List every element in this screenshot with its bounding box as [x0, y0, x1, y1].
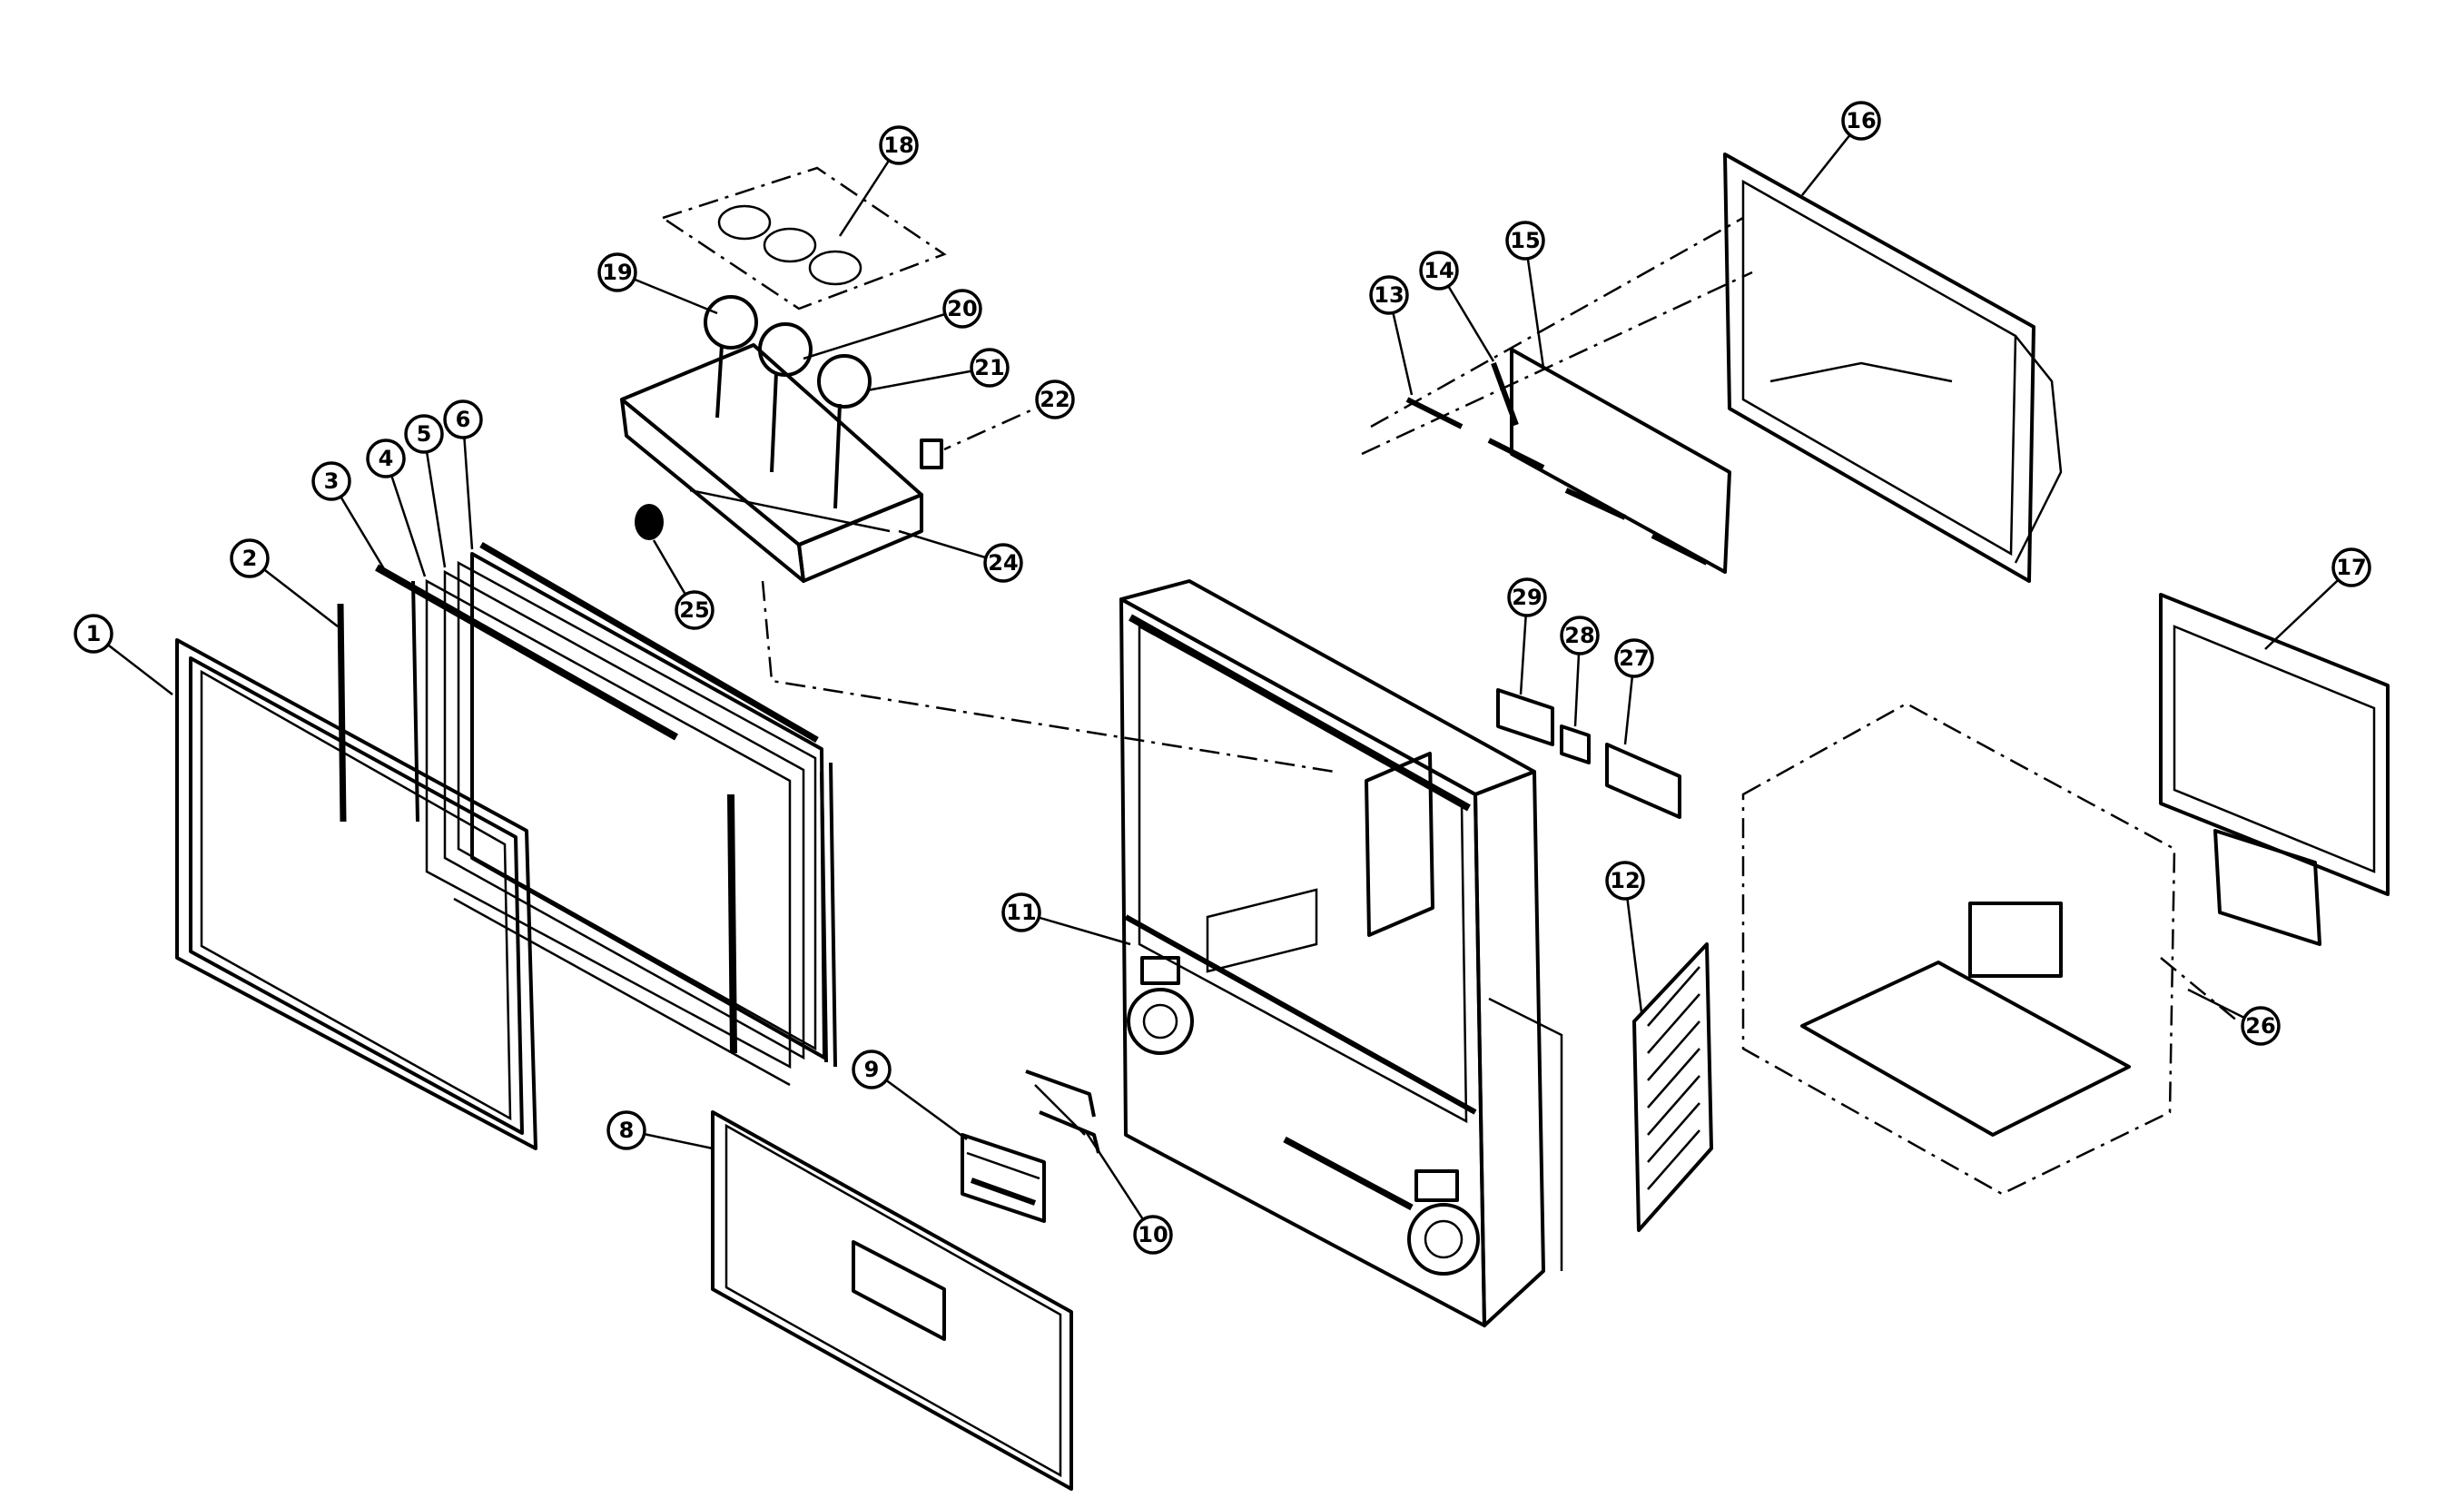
callout-2: 2: [230, 538, 270, 578]
svg-text:1: 1: [86, 621, 102, 646]
callout-20: 20: [942, 289, 982, 329]
svg-text:14: 14: [1424, 258, 1454, 283]
part-18-optical-sheet: [660, 166, 947, 310]
svg-text:15: 15: [1510, 228, 1540, 253]
svg-text:4: 4: [379, 446, 394, 471]
svg-text:27: 27: [1619, 646, 1649, 671]
part-12-grille: [1632, 942, 1713, 1232]
callout-13: 13: [1369, 275, 1409, 315]
svg-text:20: 20: [947, 296, 977, 321]
part-25-fan: [635, 504, 664, 540]
svg-text:11: 11: [1006, 900, 1036, 925]
part-15-board: [1510, 348, 1731, 574]
part-13-rail: [1405, 397, 1545, 470]
callout-17: 17: [2331, 547, 2371, 587]
callout-8: 8: [606, 1110, 646, 1150]
callout-4: 4: [366, 439, 406, 478]
svg-text:25: 25: [679, 597, 709, 623]
part-28-clip: [1560, 724, 1591, 764]
callout-6: 6: [443, 399, 483, 439]
callout-10: 10: [1133, 1215, 1173, 1255]
callout-12: 12: [1605, 861, 1645, 901]
svg-text:29: 29: [1512, 585, 1542, 610]
light-engine-assembly: [620, 343, 923, 583]
callout-3: 3: [311, 461, 351, 501]
part-17-rear-panel: [2159, 593, 2390, 946]
part-22-clip: [920, 439, 943, 469]
part-27-bracket: [1605, 743, 1681, 819]
part-6-screen-layer: [453, 541, 837, 1087]
svg-text:6: 6: [456, 407, 471, 432]
callout-9: 9: [852, 1050, 892, 1089]
part-8-lower-panel: [711, 1110, 1073, 1491]
part-4-screen-layer: [425, 578, 792, 1069]
svg-text:16: 16: [1846, 108, 1876, 133]
svg-text:21: 21: [974, 355, 1004, 380]
callout-27: 27: [1614, 638, 1654, 678]
svg-text:12: 12: [1610, 868, 1640, 893]
svg-text:10: 10: [1138, 1222, 1168, 1247]
part-26-main-chassis: [1741, 702, 2176, 1196]
connection-lines: [761, 216, 2239, 1022]
part-1-front-frame: [175, 638, 537, 1150]
callout-labels: 1 2 3 4 5 6 8 9 10 11 12 13 14 15 16 17: [74, 101, 2371, 1255]
part-9-control-board: [961, 1133, 1046, 1223]
callout-1: 1: [74, 614, 113, 654]
callout-29: 29: [1507, 577, 1547, 617]
svg-text:5: 5: [417, 421, 432, 447]
callout-25: 25: [675, 590, 715, 630]
svg-text:18: 18: [883, 133, 913, 158]
part-20-lens: [758, 322, 813, 473]
svg-text:9: 9: [864, 1057, 880, 1082]
part-24-base: [689, 488, 891, 533]
callout-14: 14: [1419, 251, 1459, 291]
callout-19: 19: [597, 252, 637, 292]
part-11-cabinet: [1119, 579, 1563, 1327]
callout-18: 18: [879, 125, 919, 165]
part-10-bracket: [1025, 1069, 1100, 1154]
svg-text:28: 28: [1564, 623, 1594, 648]
callout-26: 26: [2241, 1006, 2281, 1046]
part-21-lens: [817, 354, 872, 509]
callout-28: 28: [1560, 616, 1600, 655]
svg-text:24: 24: [988, 550, 1018, 576]
svg-text:17: 17: [2336, 555, 2366, 580]
svg-text:22: 22: [1040, 387, 1069, 412]
callout-21: 21: [970, 348, 1010, 388]
part-29-terminal: [1496, 688, 1554, 746]
callout-15: 15: [1505, 221, 1545, 261]
callout-22: 22: [1035, 379, 1075, 419]
svg-text:8: 8: [619, 1118, 635, 1143]
part-5-screen-layer: [443, 560, 817, 1060]
svg-text:26: 26: [2245, 1013, 2275, 1039]
svg-text:2: 2: [242, 546, 258, 571]
callout-24: 24: [983, 543, 1023, 583]
svg-text:3: 3: [324, 468, 340, 494]
callout-5: 5: [404, 414, 444, 454]
part-19-lens: [704, 295, 758, 419]
svg-text:19: 19: [602, 260, 632, 285]
part-16-rear-frame: [1723, 153, 2063, 583]
callout-11: 11: [1001, 892, 1041, 932]
part-2-strip: [337, 603, 347, 823]
svg-text:13: 13: [1374, 282, 1404, 308]
callout-16: 16: [1841, 101, 1881, 141]
